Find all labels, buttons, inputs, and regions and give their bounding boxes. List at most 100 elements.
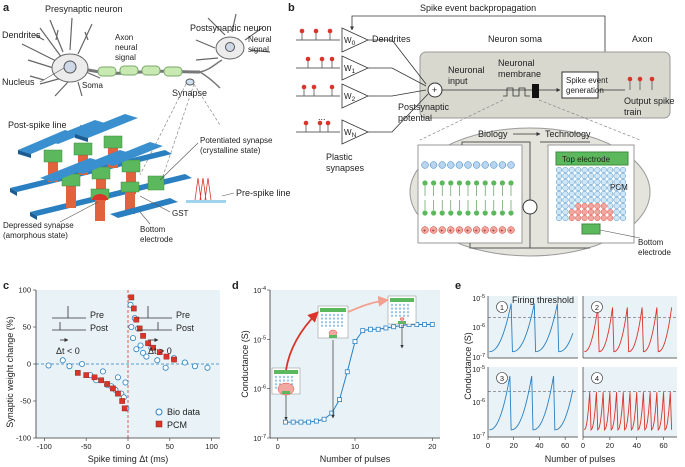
e-xtick-label: 0 [486, 441, 490, 450]
d-ytick-label: 10-5 [253, 335, 266, 344]
ion-red [455, 226, 464, 234]
d-point [375, 326, 381, 332]
pcm-grid [556, 166, 627, 221]
label-post-spike-line: Post-spike line [8, 120, 67, 130]
lipid-head [431, 180, 437, 186]
inset-atom [394, 311, 398, 314]
inset-atom [406, 311, 410, 314]
inset-atom [278, 379, 282, 382]
output-spikes [627, 76, 655, 90]
d-point [283, 419, 288, 425]
c-point-bio [140, 349, 147, 356]
pcm-crystal-atom [556, 202, 563, 209]
lipid-head [491, 210, 497, 216]
pcm-crystal-atom [613, 208, 620, 215]
lipid-head [474, 180, 480, 186]
ion-plus-sign: + [500, 229, 503, 235]
lipid-head [499, 210, 505, 216]
d-point [352, 339, 358, 344]
inset-atom [332, 313, 336, 317]
inset-atom [324, 317, 328, 320]
ion-blue [447, 161, 455, 169]
c-legend-pcm: PCM [167, 420, 187, 430]
e-ytick-label: 10-6 [472, 323, 485, 332]
lipid-head [508, 210, 514, 216]
ion-red [429, 226, 438, 234]
pcm-crystal-atom [581, 166, 588, 173]
pcm-crystal-atom [607, 178, 614, 185]
c-point-bio [79, 360, 86, 367]
pcm-amorphous-atom [568, 208, 575, 215]
pcm-crystal-atom [613, 178, 620, 185]
pcm-crystal-atom [594, 190, 601, 197]
pcm-crystal-atom [594, 178, 601, 185]
inset-atom [286, 375, 290, 379]
inset-atom [274, 375, 278, 379]
c-xlabel: Spike timing Δt (ms) [88, 454, 169, 464]
e-circled-id [496, 372, 508, 384]
output-spike-head [649, 76, 655, 82]
input-spike-head [305, 56, 311, 62]
c-point-pcm [171, 356, 177, 363]
label-bottom-b-2: electrode [638, 248, 671, 257]
pcm-crystal-atom [613, 166, 620, 173]
pcm-amorphous-atom [594, 208, 601, 215]
pcm-crystal-atom [556, 166, 563, 173]
pcm-amorphous-atom [575, 214, 582, 221]
ion-plus-sign: + [492, 229, 495, 235]
c-point-bio [59, 357, 66, 364]
inset-atom [402, 303, 406, 307]
pcm-crystal-atom [568, 166, 575, 173]
pcm-crystal-atom [620, 166, 627, 173]
label-membrane-2: membrane [498, 69, 541, 79]
label-potentiated-2: (crystalline state) [200, 146, 261, 155]
c-point-bio [204, 364, 211, 371]
pcm-crystal-atom [556, 172, 563, 179]
c-point-bio [130, 335, 137, 342]
ion-red [507, 226, 515, 234]
label-dendrites-b: Dendrites [372, 34, 411, 44]
panel-d-label: d [232, 280, 239, 292]
c-point-pcm [83, 372, 89, 378]
lipid-head [499, 180, 505, 186]
c-point-pcm [163, 353, 170, 360]
pcm-crystal-atom [594, 172, 601, 179]
inset-atom [398, 311, 402, 314]
c-post-left: Post [90, 323, 109, 333]
top-electrode [555, 151, 629, 166]
c-point-bio [154, 357, 161, 364]
e-ytick-label: 10-7 [472, 353, 485, 362]
postsynaptic-neuron-drawing [195, 13, 271, 61]
pcm-crystal-atom [613, 214, 620, 221]
e-xtick-label: 40 [535, 441, 543, 450]
c-point-pcm [91, 374, 98, 381]
label-soma: Soma [82, 81, 103, 90]
bottom-electrode-b [581, 223, 601, 235]
d-inset-partial [317, 305, 349, 339]
pcm-crystal-atom [620, 172, 627, 179]
c-point-bio [133, 346, 140, 353]
lipid-head [465, 210, 471, 216]
inset-atom [274, 379, 278, 382]
c-point-pcm [128, 294, 135, 301]
inset-atom [290, 379, 294, 382]
pcm-crystal-atom [588, 172, 595, 179]
ion-blue [498, 161, 507, 169]
c-ytick-label: 50 [23, 323, 31, 332]
ion-plus-sign: + [423, 229, 426, 235]
pcm-crystal-atom [556, 178, 563, 185]
c-point-pcm [140, 333, 146, 339]
output-spike-head [637, 76, 643, 82]
label-bottom-b-1: Bottom [638, 238, 664, 247]
biology-box [417, 144, 523, 244]
pcm-crystal-atom [562, 196, 569, 203]
e-circled-number: 1 [500, 303, 504, 312]
panel-c-label: c [3, 280, 9, 292]
pcm-crystal-atom [600, 172, 607, 179]
pcm-crystal-atom [575, 184, 582, 191]
ion-blue [421, 161, 429, 169]
d-pcm-insets [271, 295, 417, 396]
pcm-crystal-atom [607, 172, 614, 179]
e-circled-id [591, 301, 603, 313]
label-neuron-soma: Neuron soma [488, 34, 542, 44]
